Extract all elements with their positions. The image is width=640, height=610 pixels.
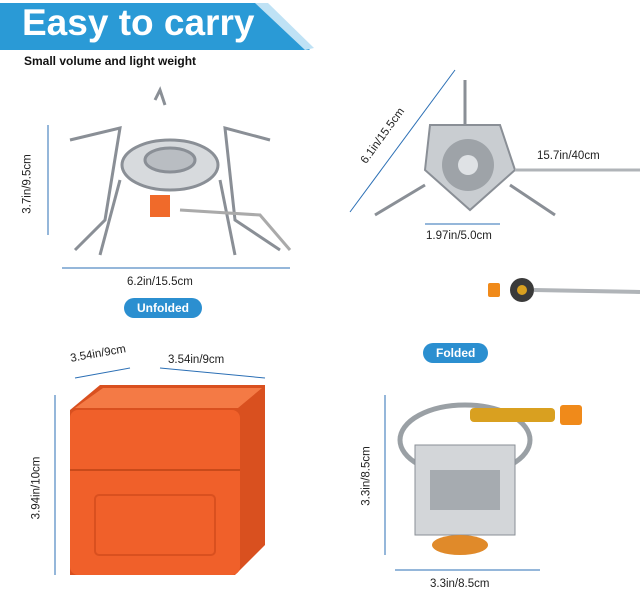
title-banner <box>0 3 310 50</box>
hose-length-dimension: 15.7in/40cm <box>537 150 600 162</box>
carry-case-image <box>70 385 265 575</box>
unfolded-width-dimension: 6.2in/15.5cm <box>127 276 193 288</box>
unfolded-stove-image <box>69 86 292 256</box>
folded-stove-image <box>397 402 582 555</box>
folded-badge: Folded <box>423 343 489 363</box>
case-height-dimension: 3.94in/10cm <box>30 456 43 520</box>
unfolded-height-dimension: 3.7in/9.5cm <box>21 154 34 214</box>
burner-width-dimension: 1.97in/5.0cm <box>426 230 492 242</box>
dimension-lines <box>47 69 540 575</box>
case-width-dimension: 3.54in/9cm <box>168 354 225 366</box>
page-title: Easy to carry <box>22 2 255 43</box>
banner-accent <box>255 3 314 50</box>
page-subtitle: Small volume and light weight <box>24 54 197 68</box>
folded-width-dimension: 3.3in/8.5cm <box>430 578 490 590</box>
triangle-top-view-image <box>374 80 640 217</box>
folded-height-dimension: 3.3in/8.5cm <box>360 446 373 506</box>
regulator-image <box>488 278 640 302</box>
unfolded-badge: Unfolded <box>124 298 202 318</box>
